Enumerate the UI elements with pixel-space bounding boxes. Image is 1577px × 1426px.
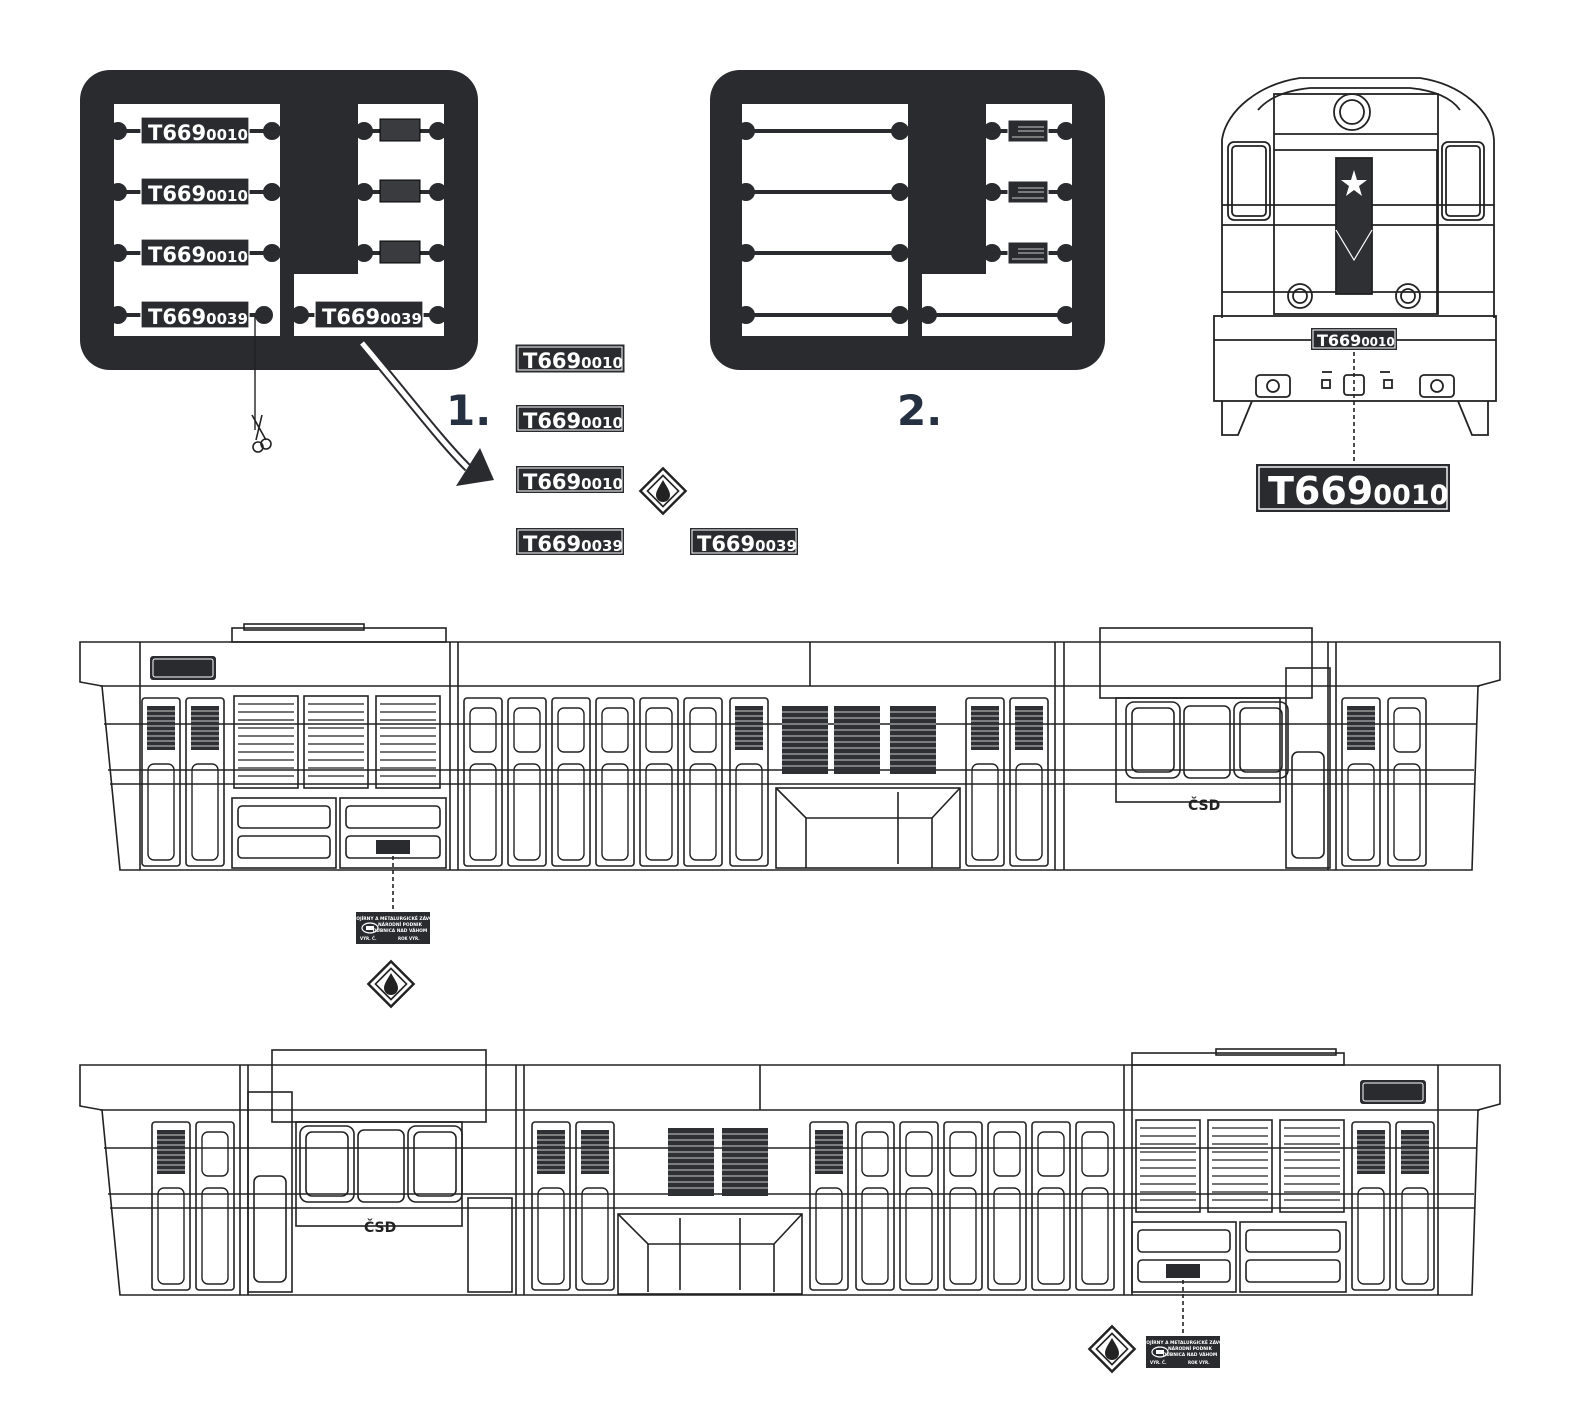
svg-text:STROJÍRNY A METALURGICKÉ ZÁVOD: STROJÍRNY A METALURGICKÉ ZÁVODY <box>347 914 440 922</box>
loose-plate-3: T6690010 <box>516 466 624 494</box>
decal-sheet-2 <box>710 70 1105 370</box>
svg-text:T6690010: T6690010 <box>523 349 623 373</box>
sheet1-plate-3: T6690010 <box>140 238 250 267</box>
step-2-label: 2. <box>897 386 942 435</box>
svg-text:NÁRODNÍ PODNIK: NÁRODNÍ PODNIK <box>378 920 423 928</box>
side2-maker-plate: STROJÍRNY A METALURGICKÉ ZÁVODY NÁRODNÍ … <box>1137 1336 1230 1368</box>
svg-text:NÁRODNÍ PODNIK: NÁRODNÍ PODNIK <box>1168 1344 1213 1352</box>
svg-text:T6690039: T6690039 <box>322 305 422 329</box>
svg-text:T6690010: T6690010 <box>148 243 248 267</box>
locomotive-side-view-1 <box>79 623 1501 871</box>
loose-plate-1: T6690010 <box>515 344 625 373</box>
svg-text:T6690010: T6690010 <box>523 470 623 494</box>
svg-text:DUBNICA NAD VÁHOM: DUBNICA NAD VÁHOM <box>1163 1351 1218 1358</box>
svg-text:T6690010: T6690010 <box>148 182 248 206</box>
water-drop-icon <box>367 960 415 1008</box>
svg-text:ROK VÝR.: ROK VÝR. <box>398 936 420 941</box>
side2-maker-plate-small <box>1166 1264 1200 1278</box>
sheet1-plate-4: T6690039 <box>140 300 250 329</box>
front-plate-small: T6690010 <box>1311 328 1397 350</box>
loose-plate-4: T6690039 <box>516 528 624 556</box>
water-drop-icon <box>639 467 687 515</box>
svg-text:VÝR. Č.: VÝR. Č. <box>1150 1360 1167 1365</box>
loose-plate-5: T6690039 <box>690 528 798 556</box>
water-drop-icon <box>1088 1325 1136 1373</box>
svg-text:T6690039: T6690039 <box>523 532 623 556</box>
svg-text:VÝR. Č.: VÝR. Č. <box>360 936 377 941</box>
sheet1-plate-1: T6690010 <box>140 116 250 145</box>
svg-text:T6690010: T6690010 <box>148 121 248 145</box>
side1-roof-plate <box>150 656 216 680</box>
sheet1-plate-5: T6690039 <box>314 300 424 329</box>
step-1-label: 1. <box>446 386 491 435</box>
side2-roof-plate <box>1360 1080 1426 1104</box>
locomotive-front-view <box>1213 77 1497 436</box>
scissors-icon <box>251 414 272 453</box>
svg-text:T6690039: T6690039 <box>148 305 248 329</box>
svg-text:T6690010: T6690010 <box>1268 469 1448 513</box>
side1-maker-plate: STROJÍRNY A METALURGICKÉ ZÁVODY NÁRODNÍ … <box>347 912 440 944</box>
loose-plate-2: T6690010 <box>516 405 624 433</box>
side1-maker-plate-small <box>376 840 410 854</box>
csd-logo: ČSD <box>1188 796 1220 814</box>
decal-sheet-1: T6690010 T6690010 T6690010 T6690039 T669… <box>80 70 478 370</box>
svg-text:T6690010: T6690010 <box>523 409 623 433</box>
svg-text:T6690010: T6690010 <box>1317 331 1395 350</box>
sheet1-plate-2: T6690010 <box>140 177 250 206</box>
locomotive-side-view-2 <box>79 1048 1501 1296</box>
svg-text:ROK VÝR.: ROK VÝR. <box>1188 1360 1210 1365</box>
svg-text:DUBNICA NAD VÁHOM: DUBNICA NAD VÁHOM <box>373 927 428 934</box>
svg-text:T6690039: T6690039 <box>697 532 797 556</box>
csd-logo: ČSD <box>364 1218 396 1236</box>
front-plate-large: T6690010 <box>1256 464 1450 513</box>
side2-doors <box>151 1119 1435 1291</box>
arrow-icon <box>358 340 494 486</box>
svg-text:STROJÍRNY A METALURGICKÉ ZÁVOD: STROJÍRNY A METALURGICKÉ ZÁVODY <box>1137 1338 1230 1346</box>
